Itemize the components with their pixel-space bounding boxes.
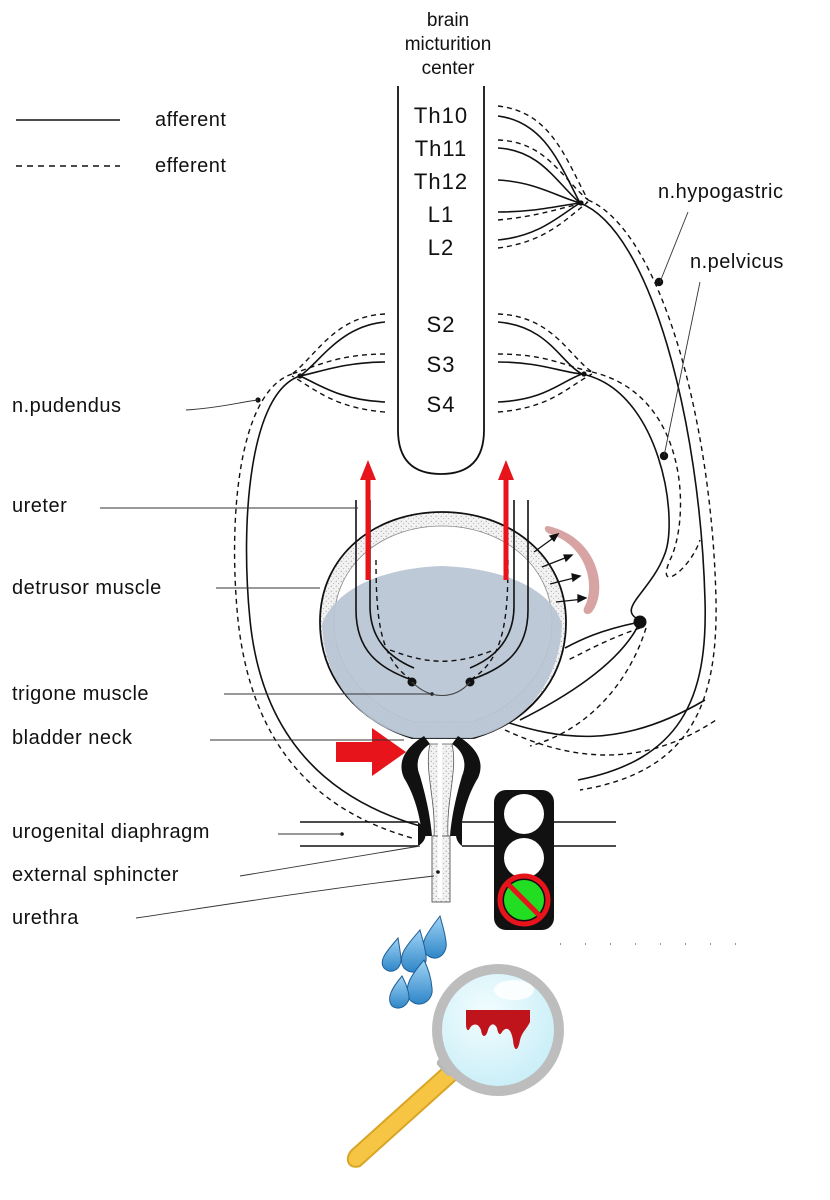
blood-drip-icon — [466, 1010, 530, 1049]
spinal-cord — [397, 86, 485, 475]
label-trigone-muscle: trigone muscle — [12, 683, 149, 705]
label-external-sphincter: external sphincter — [12, 864, 179, 886]
traffic-light-icon — [494, 790, 554, 930]
ganglion-dot — [654, 277, 664, 287]
label-pudendus: n.pudendus — [12, 395, 122, 417]
legend-efferent-label: efferent — [155, 155, 226, 177]
bladder — [319, 500, 567, 739]
segment-s4: S4 — [427, 392, 456, 417]
segment-th11: Th11 — [415, 136, 468, 161]
header-line-1: brain — [427, 10, 469, 31]
trigone — [411, 681, 471, 696]
segment-s3: S3 — [427, 352, 456, 377]
magnifier-handle — [346, 1058, 462, 1168]
segment-l2: L2 — [428, 235, 454, 260]
pudendal-nerve — [233, 313, 421, 839]
legend: afferent efferent — [16, 109, 226, 177]
ureter-arrows — [360, 460, 514, 580]
right-ureter — [469, 500, 515, 669]
prohibition-icon — [497, 873, 551, 927]
pink-bar — [544, 526, 600, 615]
label-hypogastric: n.hypogastric — [658, 181, 783, 203]
left-ureter — [355, 500, 413, 681]
label-pelvicus: n.pelvicus — [690, 251, 784, 273]
spinal-segments: Th10 Th11 Th12 L1 L2 S2 S3 S4 — [414, 103, 468, 417]
label-detrusor-muscle: detrusor muscle — [12, 577, 162, 599]
label-urethra: urethra — [12, 907, 79, 929]
label-bladder-neck: bladder neck — [12, 727, 133, 749]
water-drops-icon — [381, 914, 447, 1009]
magnifier-icon — [346, 964, 564, 1168]
urethra-and-sphincters — [300, 736, 616, 903]
segment-th10: Th10 — [414, 103, 468, 128]
segment-s2: S2 — [427, 312, 456, 337]
structure-labels: ureter detrusor muscle trigone muscle bl… — [12, 495, 210, 929]
segment-l1: L1 — [428, 202, 454, 227]
bladder-neck-arrow — [336, 728, 406, 776]
header-brain-micturition-center: brain micturition center — [405, 10, 492, 79]
label-ureter: ureter — [12, 495, 67, 517]
internal-sphincter — [401, 736, 481, 836]
leader-lines — [100, 211, 760, 945]
segment-th12: Th12 — [414, 169, 468, 194]
legend-afferent-label: afferent — [155, 109, 226, 131]
hypogastric-nerve — [497, 105, 717, 791]
header-line-3: center — [422, 58, 475, 79]
header-line-2: micturition — [405, 34, 492, 55]
bladder-stretch-indicator — [533, 526, 600, 615]
label-urogenital-diaphragm: urogenital diaphragm — [12, 821, 210, 843]
urine-fill — [322, 566, 562, 738]
pelvic-nerve — [497, 313, 717, 756]
nerve-labels: n.hypogastric n.pelvicus n.pudendus — [12, 181, 784, 417]
